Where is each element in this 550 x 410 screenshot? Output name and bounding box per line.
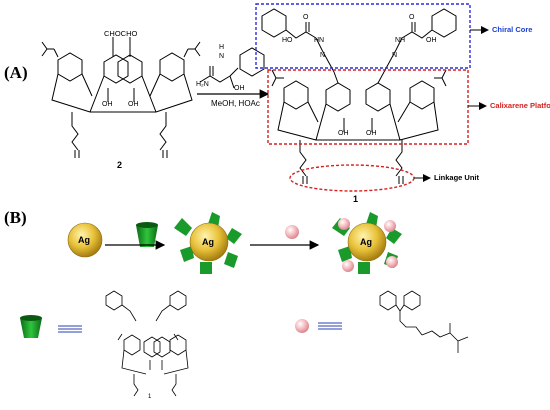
callout-linkage-unit: Linkage Unit (434, 173, 480, 182)
legend-bead-equals (318, 322, 342, 330)
bead-bound-assembly (332, 212, 402, 274)
product-number: 1 (353, 194, 359, 204)
product-hn: HN (314, 37, 325, 44)
reagent-hydrazide-structure (199, 47, 265, 89)
reagent-h: H (219, 44, 225, 51)
linkage-unit-ellipse (289, 164, 415, 192)
panel-label-b: (B) (4, 208, 27, 227)
reagent-oh: OH (234, 85, 245, 92)
product-o-right: O (409, 14, 415, 21)
callout-calixarene-platform: Calixarene Platform (490, 101, 550, 110)
reagent-h2n: H₂N (196, 81, 209, 88)
legend-compound-1-structure (105, 290, 189, 397)
product-1-structure (261, 8, 457, 184)
legend-bead (295, 319, 309, 333)
reagent-n: N (219, 53, 225, 60)
product-n-left: N (320, 52, 326, 59)
cup-coated-silver (174, 212, 242, 274)
ag-label-1: Ag (78, 235, 90, 245)
legend-fmoc-amino-acid-structure (379, 290, 469, 353)
product-oh: OH (426, 37, 437, 44)
legend-cup-equals (58, 325, 82, 333)
product-oh-left: OH (338, 130, 349, 137)
product-nh: NH (395, 37, 406, 44)
legend-cup (20, 315, 42, 338)
product-n-right: N (392, 52, 398, 59)
reaction-conditions: MeOH, HOAc (211, 99, 260, 108)
panel-label-a: (A) (4, 63, 28, 82)
calixarene-platform-box (267, 69, 469, 145)
chiral-core-box (255, 3, 471, 69)
ag-label-2: Ag (202, 237, 214, 247)
amino-acid-bead-icon (285, 225, 299, 239)
product-o-left: O (303, 14, 309, 21)
reactant-aldehyde-label: CHOCHO (104, 29, 138, 38)
reactant-oh-left: OH (102, 101, 113, 108)
product-ho: HO (282, 37, 293, 44)
legend-compound-number: 1 (148, 394, 152, 400)
ag-label-3: Ag (360, 237, 372, 247)
silver-nanoparticle (67, 222, 103, 258)
product-oh-right: OH (366, 130, 377, 137)
reactant-2-structure (41, 37, 201, 158)
reactant-oh-right: OH (128, 101, 139, 108)
calixarene-cup-icon (136, 222, 158, 247)
reactant-number: 2 (117, 160, 123, 170)
callout-chiral-core: Chiral Core (492, 25, 533, 34)
